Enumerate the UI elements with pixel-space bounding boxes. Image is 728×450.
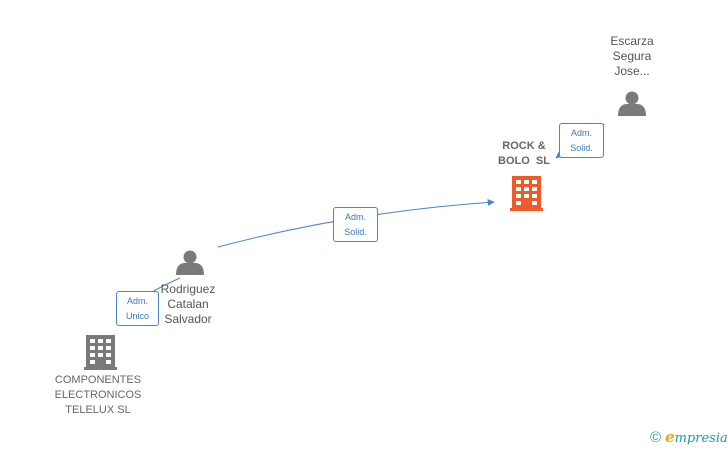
building-icon[interactable] — [84, 335, 117, 370]
node-label-line: Salvador — [164, 312, 212, 326]
brand-watermark: © empresia — [650, 428, 728, 448]
node-label-line: ROCK & — [502, 140, 546, 152]
edge-label-line: Adm. — [126, 296, 148, 306]
node-label-line: COMPONENTES — [54, 374, 142, 386]
node-label-line: TELELUX SL — [65, 404, 131, 416]
node-label-line: BOLO SL — [498, 155, 550, 167]
person-icon[interactable] — [618, 91, 646, 117]
node-label-line: Jose... — [614, 64, 650, 78]
copyright-icon: © — [650, 429, 662, 446]
building-icon[interactable] — [510, 176, 543, 211]
edge-label-line: Adm. — [344, 212, 366, 222]
edge-label-line: Adm. — [570, 128, 592, 138]
node-label-rock[interactable]: ROCK & BOLO SL — [484, 139, 564, 169]
node-label-escarza[interactable]: Escarza Segura Jose... — [592, 34, 672, 79]
node-label-line: Catalan — [167, 297, 209, 311]
brand-initial: e — [665, 428, 675, 446]
edge-label-escarza-rock[interactable]: Adm. Solid. — [559, 123, 604, 158]
edge-label-line: Solid. — [344, 227, 367, 237]
brand-rest: mpresia — [674, 431, 728, 446]
node-label-line: Rodriguez — [160, 282, 216, 296]
node-label-line: ELECTRONICOS — [54, 389, 142, 401]
brand-name: empresia — [665, 428, 728, 448]
node-label-line: Segura — [612, 49, 652, 63]
edge-label-rodriguez-rock[interactable]: Adm. Solid. — [333, 207, 378, 242]
node-label-line: Escarza — [610, 34, 654, 48]
edge-label-rodriguez-componentes[interactable]: Adm. Unico — [116, 291, 159, 326]
edge-label-line: Solid. — [570, 143, 593, 153]
person-icon[interactable] — [176, 250, 204, 276]
node-label-componentes[interactable]: COMPONENTES ELECTRONICOS TELELUX SL — [38, 373, 158, 418]
node-label-rodriguez[interactable]: Rodriguez Catalan Salvador — [148, 282, 228, 327]
edge-label-line: Unico — [125, 311, 149, 321]
